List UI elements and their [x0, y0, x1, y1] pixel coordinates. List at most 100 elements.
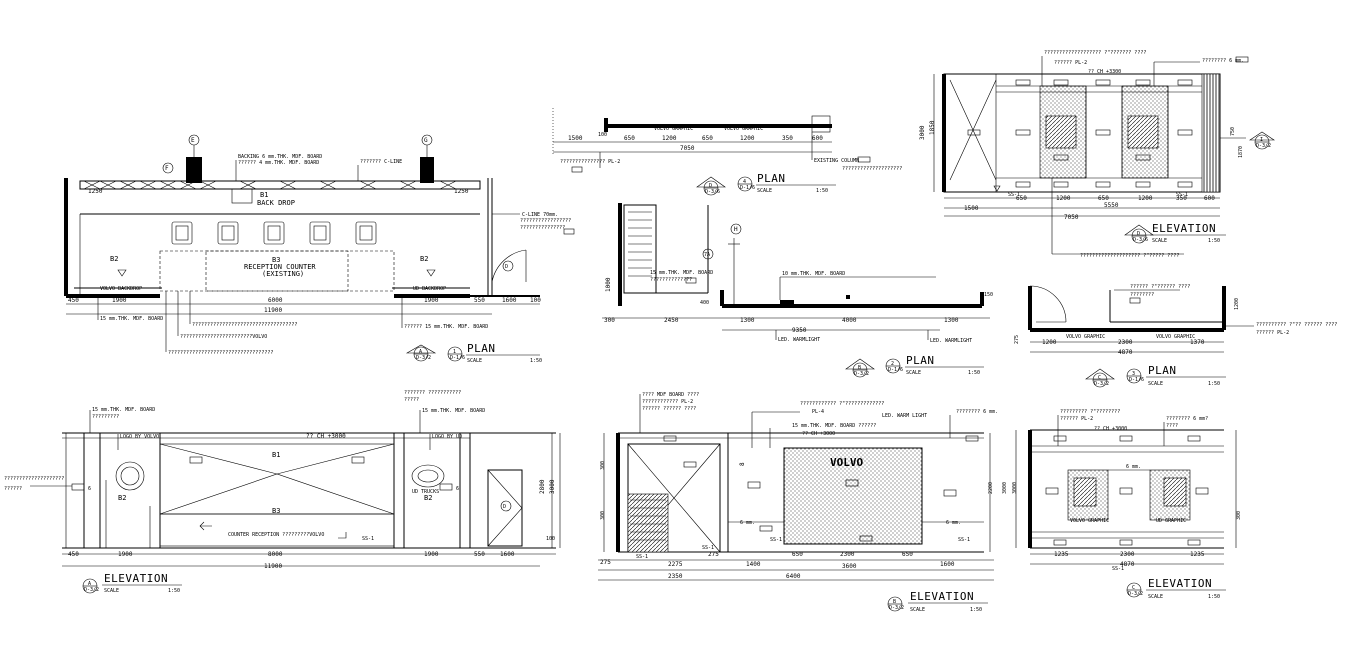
dim-4870-elev-c: 4870 — [1120, 561, 1135, 568]
tag-7a: 7A — [704, 252, 710, 258]
label-note-1: ????????????????????????VOLVO — [180, 334, 267, 340]
dim-2450: 2450 — [664, 317, 679, 324]
elev-c-tag-bottom: D-3/2 — [1128, 591, 1143, 597]
plan-d-scale: 1:50 — [816, 188, 828, 194]
dim-1370-c: 1370 — [1190, 339, 1205, 346]
label-ss1-elev-a: SS-1 — [362, 536, 374, 542]
dim-1200-a: 1200 — [662, 135, 677, 142]
dim-3600-b: 3600 — [842, 563, 857, 570]
label-note-3: ??????????????????????????????????? — [192, 322, 297, 328]
label-elev-a-left: ???????????????????? — [4, 476, 64, 482]
dim-1300-a: 1300 — [740, 317, 755, 324]
label-ch-3000-b: ?? CH +3000 — [802, 431, 835, 437]
tag-i: I — [1260, 137, 1263, 143]
dim-275-c: 275 — [1014, 335, 1020, 344]
elev-b-title-text: ELEVATION — [910, 590, 974, 603]
plan-b-num-bottom: D-1/6 — [888, 367, 903, 373]
plan-c-num-bottom: D-1/6 — [1129, 377, 1144, 383]
label-ud-backdrop: UD BACKDROP — [413, 286, 446, 292]
plan-b-title: B D-3/2 2 D-1/6 PLAN SCALE 1:50 — [845, 354, 984, 378]
label-ss1-a: SS-1 — [1008, 192, 1020, 198]
dim-2200-b: 2200 — [988, 482, 994, 494]
dim-2300-b: 2300 — [840, 551, 855, 558]
dim-2300-c: 2300 — [1118, 339, 1133, 346]
dim-1870-d: 1870 — [1238, 146, 1244, 158]
plan-a-tag-bottom: D-3/2 — [416, 355, 431, 361]
label-mdf15-elev-a: 15 mm.THK. MDF. BOARD — [92, 407, 155, 413]
label-note-2: ??????????????????????????????????? — [168, 350, 273, 356]
elev-d-scale-label: SCALE — [1152, 238, 1167, 244]
plan-c-num-top: 3 — [1132, 371, 1135, 377]
label-b3: B3 — [272, 256, 280, 264]
label-elev-a-6: 6 — [88, 486, 91, 492]
plan-a-scale-label: SCALE — [467, 358, 482, 364]
dim-3000-elev-c: 3000 — [1012, 482, 1018, 494]
tag-h: H — [734, 226, 738, 233]
dim-350: 350 — [782, 135, 793, 142]
label-elev-b2-b: B2 — [424, 494, 432, 502]
dim-1200-d-a: 1200 — [1056, 195, 1071, 202]
label-volvo-graphic-2: VOLVO GRAPHIC — [724, 126, 763, 132]
label-logo-volvo: LOGO BY VOLVO — [120, 434, 159, 440]
label-elev-a-left2: ?????? — [4, 486, 22, 492]
dim-100-elev-a: 100 — [546, 536, 555, 542]
dim-4000: 4000 — [842, 317, 857, 324]
label-6mm-c: 6 mm. — [1126, 464, 1141, 470]
dim-350-d: 350 — [1176, 195, 1187, 202]
plan-c: VOLVO GRAPHIC VOLVO GRAPHIC ?????? ?"???… — [1014, 284, 1337, 388]
plan-a-title: A D-3/2 1 D-1/6 PLAN SCALE 1:50 — [405, 342, 542, 364]
elev-d-title-text: ELEVATION — [1152, 222, 1216, 235]
plan-a-tag-top: A — [419, 349, 422, 355]
plan-d: VOLVO GRAPHIC VOLVO GRAPHIC 1500 650 120… — [552, 108, 902, 196]
label-volvo-graphic: VOLVO GRAPHIC — [654, 126, 693, 132]
dim-750-d: 750 — [1230, 127, 1236, 136]
elev-a-scale: 1:50 — [168, 588, 180, 594]
elevation-a: B1 ?? CH +3000 B3 COUNTER RECEPTION ????… — [4, 390, 561, 594]
plan-a: E G F B1 BACK DROP BACKING 6 mm.THK. MDF… — [64, 134, 575, 364]
label-mdf15-note: ?????????????? — [650, 277, 692, 283]
label-c-note3: ???? — [1166, 423, 1178, 429]
elev-c-scale-label: SCALE — [1148, 594, 1163, 600]
plan-a-scale: 1:50 — [530, 358, 542, 364]
label-plan-c-note2: ???????? — [1130, 292, 1154, 298]
elev-a-title-text: ELEVATION — [104, 572, 168, 585]
elev-c-scale: 1:50 — [1208, 594, 1220, 600]
elevation-b: VOLVO 6 mm. 6 mm. SS-1 SS-1 SS-1 SS-1 ??… — [598, 392, 1008, 613]
dim-1900-elev-a-b: 1900 — [424, 551, 439, 558]
dim-1235-c-b: 1235 — [1190, 551, 1205, 558]
dim-300-b-v: 300 — [600, 461, 606, 470]
elev-b-scale-label: SCALE — [910, 607, 925, 613]
plan-d-title: D D-3/6 4 D-1/6 PLAN SCALE 1:50 — [696, 172, 836, 196]
label-b-note2: ???????????? ?"????????????? — [800, 401, 884, 407]
dim-1250-left: 1250 — [88, 188, 103, 195]
label-pl2-d: ???????????????????? — [842, 166, 902, 172]
dim-1900-right: 1900 — [424, 297, 439, 304]
plan-d-tag-bottom: D-3/6 — [705, 189, 720, 195]
label-b-8: 8 — [739, 462, 746, 466]
dim-1250-right: 1250 — [454, 188, 469, 195]
dim-100: 100 — [530, 297, 541, 304]
dim-1400-b: 1400 — [746, 561, 761, 568]
dim-1500-d: 1500 — [964, 205, 979, 212]
dim-300-b-v2: 300 — [600, 511, 606, 520]
elev-b-tag-bottom: D-3/2 — [889, 605, 904, 611]
dim-650-d: 650 — [1016, 195, 1027, 202]
elev-d-tag-bottom: D-3/6 — [1133, 237, 1148, 243]
dim-600-d: 600 — [1204, 195, 1215, 202]
elev-c-tag-top: C — [1132, 585, 1135, 591]
dim-650-d-b: 650 — [1098, 195, 1109, 202]
elevation-c: VOLVO GRAPHIC UD GRAPHIC 6 mm. ?????????… — [1012, 409, 1242, 600]
dim-4870-c: 4870 — [1118, 349, 1133, 356]
dim-1000: 1000 — [605, 277, 612, 292]
plan-b-num-top: 2 — [891, 361, 894, 367]
tag-g: G — [424, 137, 428, 144]
dim-150: 150 — [984, 292, 993, 298]
dim-1850-d: 1850 — [929, 120, 936, 135]
plan-d-num-bottom: D-1/6 — [740, 185, 755, 191]
label-ss1-b: SS-1 — [1176, 192, 1188, 198]
dim-6000: 6000 — [268, 297, 283, 304]
elev-d-tag-top: D — [1137, 231, 1140, 237]
plan-c-scale: 1:50 — [1208, 381, 1220, 387]
label-volvo-graphic-elev-c: VOLVO GRAPHIC — [1070, 518, 1109, 524]
label-ch-elev-c: ?? CH +3000 — [1094, 426, 1127, 432]
